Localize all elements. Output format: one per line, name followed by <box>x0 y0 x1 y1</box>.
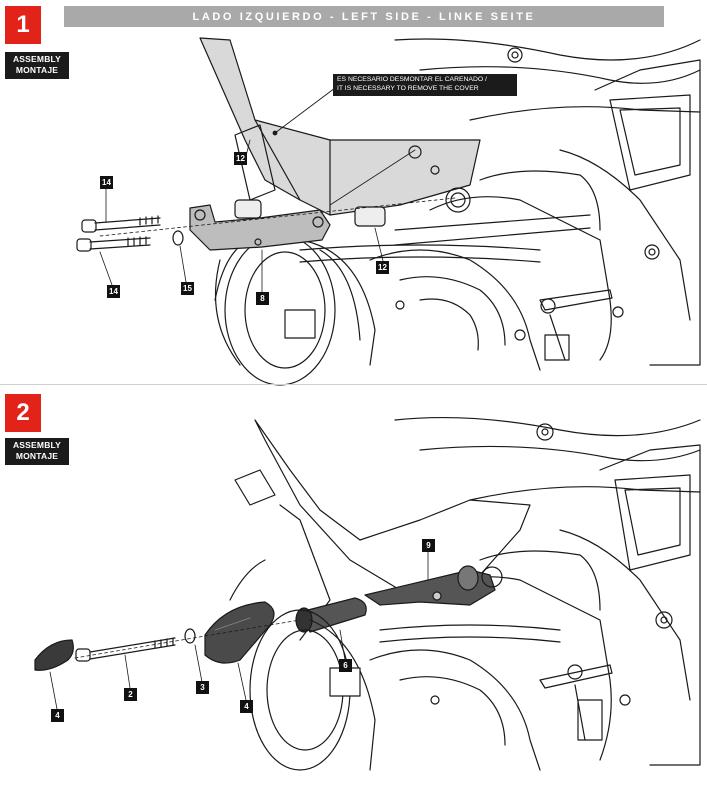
step-2-caption-line2: MONTAJE <box>15 451 59 461</box>
callout-part-6: 6 <box>339 659 352 672</box>
callout-part-15: 15 <box>181 282 194 295</box>
callout-part-4: 4 <box>240 700 253 713</box>
step-2-caption: ASSEMBLY MONTAJE <box>5 438 69 465</box>
step2-frame-drawing <box>34 416 701 771</box>
callout-part-14: 14 <box>100 176 113 189</box>
callout-part-14: 14 <box>107 285 120 298</box>
step-1-number: 1 <box>5 6 41 44</box>
step-1-caption-line2: MONTAJE <box>15 65 59 75</box>
callout-part-9: 9 <box>422 539 435 552</box>
step-2-number: 2 <box>5 394 41 432</box>
step-1-note-line1: ES NECESARIO DESMONTAR EL CARENADO / <box>337 76 487 83</box>
callout-part-4: 4 <box>51 709 64 722</box>
page-header: LADO IZQUIERDO - LEFT SIDE - LINKE SEITE <box>64 6 664 27</box>
step-1-caption-line1: ASSEMBLY <box>12 54 62 64</box>
step1-frame-drawing <box>76 37 701 386</box>
step-divider <box>0 384 707 385</box>
callout-part-12: 12 <box>376 261 389 274</box>
callout-part-3: 3 <box>196 681 209 694</box>
callout-part-12: 12 <box>234 152 247 165</box>
step-1-caption: ASSEMBLY MONTAJE <box>5 52 69 79</box>
callout-part-2: 2 <box>124 688 137 701</box>
step-1-note-line2: IT IS NECESSARY TO REMOVE THE COVER <box>337 84 479 92</box>
step-1-note: ES NECESARIO DESMONTAR EL CARENADO / IT … <box>333 74 517 96</box>
step-2-caption-line1: ASSEMBLY <box>12 440 62 450</box>
callout-part-8: 8 <box>256 292 269 305</box>
